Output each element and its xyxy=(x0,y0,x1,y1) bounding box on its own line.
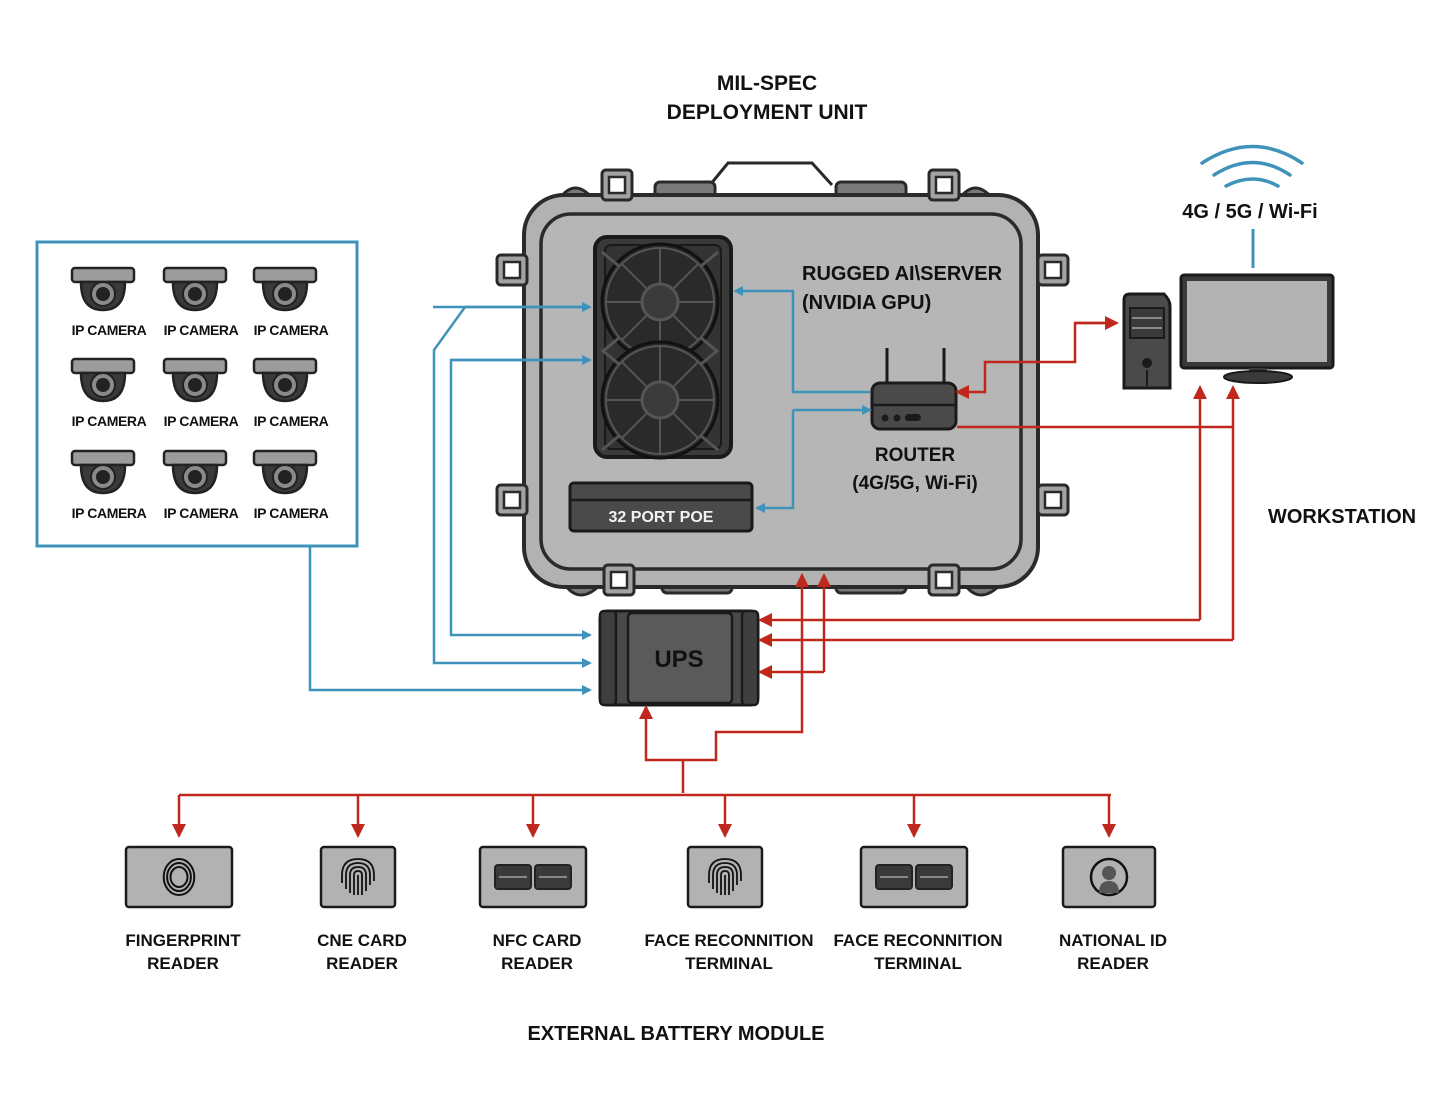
ip-camera: IP CAMERA xyxy=(70,357,147,429)
camera-label: IP CAMERA xyxy=(72,505,147,521)
camera-label: IP CAMERA xyxy=(254,413,329,429)
peripheral-device: CNE CARD READER xyxy=(317,845,407,973)
peripheral-label-1: NATIONAL ID xyxy=(1059,931,1167,950)
latch-right-lower xyxy=(1036,483,1070,517)
ip-camera: IP CAMERA xyxy=(162,266,239,338)
person-portrait-icon xyxy=(1089,857,1129,897)
ai-server xyxy=(593,235,733,460)
camera-label: IP CAMERA xyxy=(254,322,329,338)
peripheral-label-1: NFC CARD xyxy=(493,931,582,950)
case-handle xyxy=(708,161,834,187)
latch-top-left xyxy=(600,168,634,202)
connectivity-label: 4G / 5G / Wi-Fi xyxy=(1182,201,1317,223)
data-links xyxy=(308,286,872,695)
peripheral-label-1: FINGERPRINT xyxy=(125,931,241,950)
peripheral-label-2: READER xyxy=(1077,954,1149,973)
router xyxy=(870,348,958,431)
latch-left-upper xyxy=(495,253,529,287)
pc-tower-icon xyxy=(1122,292,1172,390)
ip-camera: IP CAMERA xyxy=(70,266,147,338)
peripheral-label-2: TERMINAL xyxy=(685,954,773,973)
router-label-1: ROUTER xyxy=(875,445,956,466)
peripheral-device: FINGERPRINT READER xyxy=(124,845,241,973)
peripheral-label-2: READER xyxy=(501,954,573,973)
fan-icon xyxy=(600,340,720,460)
router-label-2: (4G/5G, Wi-Fi) xyxy=(852,473,977,494)
ip-camera: IP CAMERA xyxy=(252,266,329,338)
wifi-icon xyxy=(1200,144,1304,188)
latch-right-upper xyxy=(1036,253,1070,287)
peripheral-device: NATIONAL ID READER xyxy=(1059,845,1167,973)
peripheral-device: FACE RECONNITION TERMINAL xyxy=(833,845,1003,973)
latch-top-right xyxy=(927,168,961,202)
poe-label: 32 PORT POE xyxy=(609,509,714,526)
peripheral-label-1: FACE RECONNITION xyxy=(644,931,813,950)
camera-label: IP CAMERA xyxy=(164,322,239,338)
latch-left-lower xyxy=(495,483,529,517)
camera-to-ups-link xyxy=(308,546,592,695)
monitor-icon xyxy=(1179,273,1335,384)
title-line-1: MIL-SPEC xyxy=(717,72,817,95)
ip-camera: IP CAMERA xyxy=(252,449,329,521)
camera-label: IP CAMERA xyxy=(72,322,147,338)
ip-camera: IP CAMERA xyxy=(162,357,239,429)
camera-label: IP CAMERA xyxy=(254,505,329,521)
peripheral-label-2: READER xyxy=(147,954,219,973)
ip-camera: IP CAMERA xyxy=(252,357,329,429)
camera-label: IP CAMERA xyxy=(164,505,239,521)
battery-label: EXTERNAL BATTERY MODULE xyxy=(527,1023,824,1045)
peripheral-device: NFC CARD READER xyxy=(478,845,588,973)
title-line-2: DEPLOYMENT UNIT xyxy=(667,101,868,124)
peripheral-device: FACE RECONNITION TERMINAL xyxy=(644,845,814,973)
battery-case-link xyxy=(683,573,809,762)
fingerprint-rings-icon xyxy=(162,858,196,896)
power-links xyxy=(179,316,1240,797)
server-label-1: RUGGED AI\SERVER xyxy=(802,263,1003,285)
ip-camera: IP CAMERA xyxy=(70,449,147,521)
ups-label: UPS xyxy=(654,646,703,673)
poe-switch xyxy=(568,481,754,533)
peripheral-label-2: READER xyxy=(326,954,398,973)
peripheral-label-2: TERMINAL xyxy=(874,954,962,973)
workstation-label: WORKSTATION xyxy=(1268,506,1416,528)
latch-bottom-right xyxy=(927,563,961,597)
peripheral-label-1: CNE CARD xyxy=(317,931,407,950)
ip-camera: IP CAMERA xyxy=(162,449,239,521)
router-server-link xyxy=(733,286,870,394)
camera-label: IP CAMERA xyxy=(164,413,239,429)
camera-label: IP CAMERA xyxy=(72,413,147,429)
server-label-2: (NVIDIA GPU) xyxy=(802,292,931,314)
battery-ups-link xyxy=(639,705,685,793)
ups-unit xyxy=(598,609,760,707)
latch-bottom-left xyxy=(602,563,636,597)
peripheral-label-1: FACE RECONNITION xyxy=(833,931,1002,950)
